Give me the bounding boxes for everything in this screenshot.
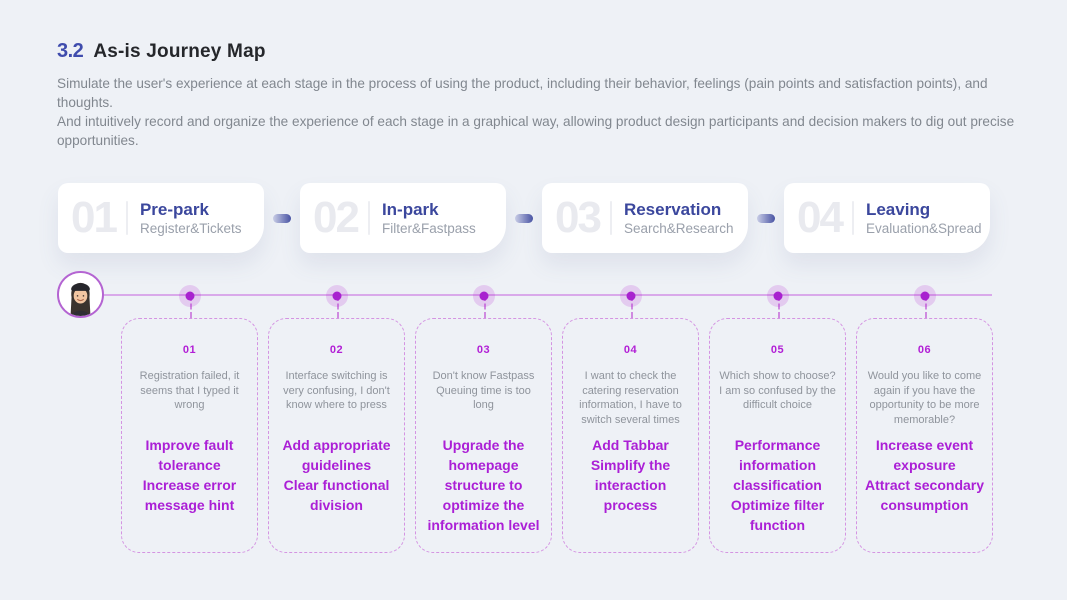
stage-card-in-park: 02 In-park Filter&Fastpass [300,183,506,253]
page-title: 3.2 As-is Journey Map [57,40,1017,63]
suggestion-line: Increase error message hint [142,477,237,513]
stage-subtitle: Register&Tickets [139,221,242,237]
arrow-connector-icon [515,213,533,223]
dot-connector [777,295,780,318]
stage-ghost-number: 04 [797,193,844,242]
stage-text: Leaving Evaluation&Spread [866,200,982,237]
timeline-dot [325,285,348,307]
stage-card-leaving: 04 Leaving Evaluation&Spread [784,183,990,253]
journey-point-3: 03 Don't know Fastpass Queuing time is t… [415,285,552,553]
suggestion-text: Upgrade the homepage structure to optimi… [416,435,551,535]
stage-subtitle: Filter&Fastpass [381,221,476,237]
pain-point-text: I want to check the catering reservation… [579,370,682,426]
user-avatar [57,271,104,318]
timeline-dot-core [773,291,782,301]
timeline-dot [913,285,936,307]
stage-subtitle: Search&Research [623,221,734,237]
suggestion-line: Clear functional division [283,477,390,513]
suggestion-text: Add appropriate guidelines Clear functio… [269,435,404,515]
suggestion-text: Improve fault tolerance Increase error m… [122,435,257,515]
suggestion-line: Optimize filter function [730,497,825,533]
timeline-dot-core [185,291,194,301]
journey-point-2: 02 Interface switching is very confusing… [268,285,405,553]
stage-text: Pre-park Register&Tickets [140,200,242,237]
stage-subtitle: Evaluation&Spread [865,221,982,237]
point-number: 02 [329,344,344,356]
suggestion-text: Add Tabbar Simplify the interaction proc… [563,435,698,515]
suggestion-line: Performance information classification [733,437,822,493]
section-number: 3.2 [57,40,84,62]
header: 3.2 As-is Journey Map Simulate the user'… [57,40,1017,150]
stage-divider [609,201,612,235]
journey-points-row: 01 Registration failed, it seems that I … [121,285,993,553]
timeline-dot-core [626,291,635,301]
timeline-dot-core [332,291,341,301]
stage-text: In-park Filter&Fastpass [382,200,476,237]
pain-point-text: Would you like to come again if you have… [867,370,982,426]
timeline-dot [619,285,642,307]
description-paragraph-2: And intuitively record and organize the … [57,114,1015,148]
arrow-connector-icon [757,213,775,223]
suggestion-line: Add Tabbar [592,437,669,453]
description-paragraph-1: Simulate the user's experience at each s… [57,76,988,110]
suggestion-line: Simplify the interaction process [590,457,671,513]
timeline-dot [766,285,789,307]
dot-connector [924,295,927,318]
suggestion-line: Upgrade the homepage structure to optimi… [427,437,540,533]
suggestion-text: Performance information classification O… [710,435,845,535]
stage-ghost-number: 03 [555,193,602,242]
stage-ghost-number: 01 [71,193,118,242]
timeline-dot-core [479,291,488,301]
suggestion-line: Attract secondary consumption [864,477,985,513]
stage-divider [851,201,854,235]
stage-cards-row: 01 Pre-park Register&Tickets 02 In-park … [58,183,990,253]
stage-ghost-number: 02 [313,193,360,242]
stage-title: Pre-park [139,199,209,219]
pain-point-text: Registration failed, it seems that I typ… [139,370,240,411]
stage-title: Reservation [623,199,722,219]
pain-point-text: Which show to choose? I am so confused b… [719,370,836,411]
timeline-dot [472,285,495,307]
dot-connector [630,295,633,318]
point-number: 03 [476,344,491,356]
dot-connector [189,295,192,318]
journey-point-1: 01 Registration failed, it seems that I … [121,285,258,553]
point-number: 01 [182,344,197,356]
suggestion-line: Improve fault tolerance [145,437,234,473]
timeline-dot [178,285,201,307]
timeline-line [104,294,992,296]
stage-text: Reservation Search&Research [624,200,734,237]
dot-connector [336,295,339,318]
section-description: Simulate the user's experience at each s… [57,74,1017,150]
timeline-dot-core [920,291,929,301]
stage-divider [125,201,128,235]
pain-point-text: Interface switching is very confusing, I… [283,370,390,411]
stage-title: Leaving [865,199,931,219]
point-number: 06 [917,344,932,356]
journey-point-5: 05 Which show to choose? I am so confuse… [709,285,846,553]
point-number: 04 [623,344,638,356]
stage-title: In-park [381,199,439,219]
stage-divider [367,201,370,235]
suggestion-line: Increase event exposure [875,437,974,473]
journey-point-6: 06 Would you like to come again if you h… [856,285,993,553]
user-photo-icon [59,273,102,316]
pain-point-text: Don't know Fastpass Queuing time is too … [432,370,535,411]
section-title: As-is Journey Map [93,41,266,62]
stage-card-reservation: 03 Reservation Search&Research [542,183,748,253]
journey-point-4: 04 I want to check the catering reservat… [562,285,699,553]
stage-card-pre-park: 01 Pre-park Register&Tickets [58,183,264,253]
arrow-connector-icon [273,213,291,223]
suggestion-line: Add appropriate guidelines [282,437,391,473]
suggestion-text: Increase event exposure Attract secondar… [857,435,992,515]
point-number: 05 [770,344,785,356]
dot-connector [483,295,486,318]
